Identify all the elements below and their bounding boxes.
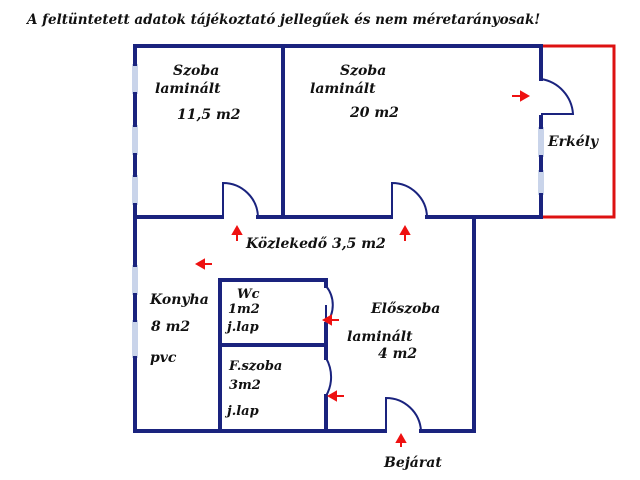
room-szoba2-floor: laminált <box>310 81 376 97</box>
window-icon <box>132 320 138 358</box>
room-szoba1-name: Szoba <box>173 63 219 79</box>
arrow-icon <box>194 258 212 270</box>
door-swing-icon <box>385 396 422 432</box>
door-swing-icon <box>222 181 259 218</box>
window-icon <box>538 127 544 157</box>
room-kozlekedo-label: Közlekedő 3,5 m2 <box>245 236 386 252</box>
window-icon <box>132 64 138 94</box>
room-konyha-floor: pvc <box>150 350 177 366</box>
room-furdo-name: F.szoba <box>228 359 282 374</box>
room-szoba1-area: 11,5 m2 <box>177 107 241 123</box>
room-furdo-area: 3m2 <box>229 378 261 393</box>
window-icon <box>132 125 138 155</box>
room-konyha-name: Konyha <box>149 292 209 308</box>
arrows <box>194 90 531 447</box>
room-eloszoba-floor: laminált <box>347 329 413 345</box>
room-wc-name: Wc <box>237 287 260 302</box>
door-swing-icon <box>391 181 428 218</box>
door-swing-icon <box>325 357 333 397</box>
arrow-icon <box>512 90 531 102</box>
balcony-outline <box>541 44 616 219</box>
windows <box>132 64 544 358</box>
room-wc-floor: j.lap <box>224 320 259 335</box>
arrow-icon <box>326 390 344 402</box>
room-szoba2-name: Szoba <box>340 63 386 79</box>
room-eloszoba-area: 4 m2 <box>378 346 417 362</box>
room-furdo-floor: j.lap <box>224 404 259 419</box>
room-konyha-area: 8 m2 <box>151 319 190 335</box>
walls <box>133 44 543 433</box>
door-swing-icon <box>540 78 575 115</box>
arrow-icon <box>399 224 411 241</box>
arrow-icon <box>395 432 407 447</box>
arrow-icon <box>231 224 243 241</box>
arrow-icon <box>321 314 339 326</box>
room-szoba2-area: 20 m2 <box>349 105 399 121</box>
disclaimer-title: A feltüntetett adatok tájékoztató jelleg… <box>25 12 540 28</box>
room-wc-area: 1m2 <box>228 302 260 317</box>
room-eloszoba-name: Előszoba <box>370 301 440 317</box>
doors <box>222 78 575 432</box>
entrance-label: Bejárat <box>383 455 442 471</box>
window-icon <box>132 265 138 295</box>
room-szoba1-floor: laminált <box>155 81 221 97</box>
window-icon <box>132 175 138 205</box>
room-erkely-name: Erkély <box>547 134 599 150</box>
window-icon <box>538 170 544 195</box>
